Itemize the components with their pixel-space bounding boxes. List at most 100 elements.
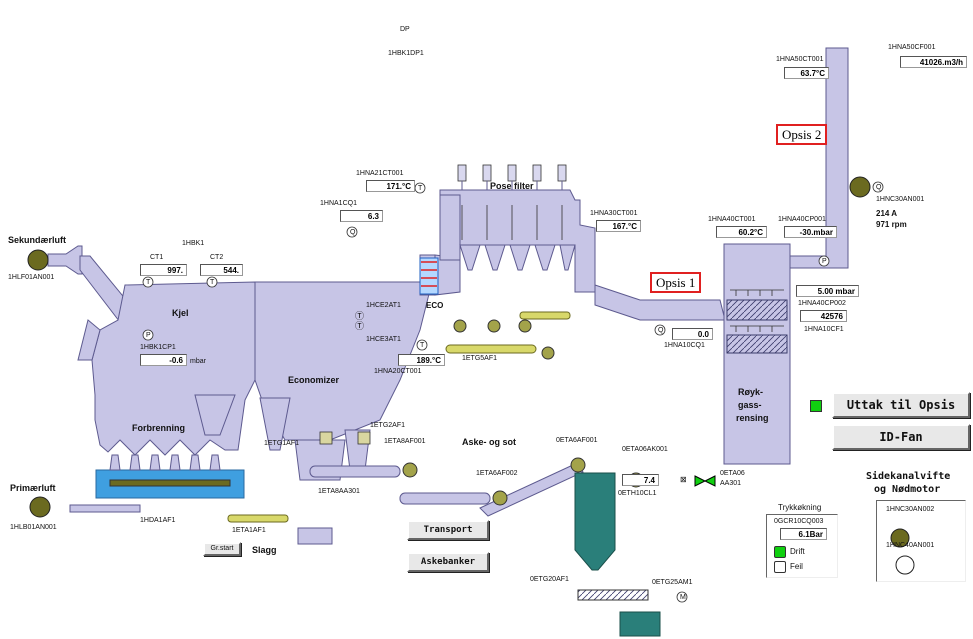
uttak-status-lamp	[810, 400, 822, 412]
hna40cp002-bubble-letter: P	[822, 258, 827, 265]
hna21ct001-value: 171.°C	[366, 180, 415, 192]
id-fan-button[interactable]: ID-Fan	[832, 424, 970, 450]
etg25am1-bubble-letter: M	[680, 594, 686, 601]
slagg-label: Slagg	[252, 545, 277, 555]
feil-label: Feil	[790, 562, 803, 571]
trykkokning-panel	[766, 514, 838, 578]
eta6af001-tag: 0ETA6AF001	[556, 437, 598, 444]
eth10cl1-value: 7.4	[622, 474, 659, 486]
secondary-air-label: Sekundærluft	[8, 235, 67, 245]
forbrenning-label: Forbrenning	[132, 423, 185, 433]
hda1af1-tag: 1HDA1AF1	[140, 517, 176, 524]
hbk1dp1-tag: 1HBK1DP1	[388, 50, 424, 57]
drift-lamp	[774, 546, 786, 558]
eta06-tag: 0ETA06	[720, 470, 745, 477]
hce3at1-tag: 1HCE3AT1	[366, 336, 401, 343]
askebanker-button[interactable]: Askebanker	[407, 552, 489, 572]
hna40cp002-mbar-value: 5.00 mbar	[796, 285, 859, 297]
opsis2-marker[interactable]: Opsis 2	[776, 124, 828, 145]
ct1-value: 997.	[140, 264, 187, 276]
hna1cq1-tag: 1HNA1CQ1	[320, 200, 357, 207]
scrubber-tower	[723, 243, 791, 465]
hna50cf001-tag: 1HNA50CF001	[888, 44, 936, 51]
hna21ct001-tag: 1HNA21CT001	[356, 170, 404, 177]
hnc30an002-tag: 1HNC30AN002	[886, 506, 935, 513]
hnc30an001-bubble-letter: Q	[876, 184, 882, 191]
eco-label: ECO	[426, 301, 444, 310]
etg2af1-tag: 1ETG2AF1	[370, 422, 406, 429]
etg25am1-tag: 0ETG25AM1	[652, 579, 693, 586]
filter-valve-pipes	[461, 181, 563, 190]
aa301-tag: AA301	[720, 480, 742, 487]
sidekanal-title-2: og Nødmotor	[874, 484, 941, 495]
hbk1cp1-tag: 1HBK1CP1	[140, 344, 176, 351]
eth10cl1-tag: 0ETH10CL1	[618, 490, 657, 497]
hna1cq1-bubble-letter: Q	[350, 229, 356, 236]
slag-container	[297, 527, 333, 545]
hna40cp001-tag: 1HNA40CP001	[778, 216, 826, 223]
hna10cf1-tag: 1HNA10CF1	[804, 326, 844, 333]
bag-filter	[439, 189, 596, 293]
etg1af1-tag: 1ETG1AF1	[264, 440, 300, 447]
hna20ct001-tag: 1HNA20CT001	[374, 368, 422, 375]
hna21ct001-bubble-letter: T	[418, 185, 423, 192]
screw-conveyor	[577, 589, 649, 601]
hna50cf001-value: 41026.m3/h	[900, 56, 967, 68]
scrubber-sprays	[730, 289, 784, 332]
hbk1cp1-bubble-letter: P	[146, 332, 151, 339]
primary-fan-tag: 1HLB01AN001	[10, 524, 57, 531]
aske-label: Aske- og sot	[462, 437, 517, 447]
hna1cq1-value: 6.3	[340, 210, 383, 222]
filter-valves	[457, 164, 567, 182]
ct2-value: 544.	[200, 264, 243, 276]
filter-bags	[461, 205, 563, 240]
feil-lamp	[774, 561, 786, 573]
feeder-valves	[319, 431, 371, 445]
ct1-bubble-letter: T	[146, 279, 151, 286]
opsis1-marker[interactable]: Opsis 1	[650, 272, 702, 293]
gr-start-button[interactable]: Gr.start	[203, 542, 241, 556]
fan-symbols	[27, 176, 915, 575]
hna30ct001-value: 167.°C	[596, 220, 641, 232]
economizer-label: Economizer	[288, 375, 340, 385]
economizer-hoppers	[194, 394, 291, 451]
hna10cq1-value: 0.0	[672, 328, 713, 340]
grate	[109, 479, 231, 487]
dp-label: DP	[400, 26, 410, 33]
eta06ak001-tag: 0ETA06AK001	[622, 446, 668, 453]
royk-label-1: Røyk-	[738, 387, 764, 397]
hna10cq1-tag: 1HNA10CQ1	[664, 342, 705, 349]
conveyors	[227, 311, 584, 523]
gcr10cq003-tag: 0GCR10CQ003	[774, 518, 824, 525]
hna40cp002-tag: 1HNA40CP002	[798, 300, 846, 307]
ct2-bubble-letter: T	[210, 279, 215, 286]
valve-actuator-icon: ⊠	[680, 475, 687, 484]
eco-exchanger	[419, 257, 439, 295]
hna40cp001-value: -30.mbar	[784, 226, 837, 238]
hce3at1-thermo-icon: Ⓣ	[355, 321, 365, 331]
fan-speed: 971 rpm	[876, 220, 907, 229]
scrubber-packing-2	[726, 334, 788, 354]
hna20ct001-bubble-letter: T	[420, 342, 425, 349]
eta6af002-tag: 1ETA6AF002	[476, 470, 518, 477]
hce2at1-tag: 1HCE2AT1	[366, 302, 401, 309]
scrubber-packing-1	[726, 299, 788, 321]
uttak-til-opsis-button[interactable]: Uttak til Opsis	[832, 392, 970, 418]
transport-button[interactable]: Transport	[407, 520, 489, 540]
hce2at1-thermo-icon: Ⓣ	[355, 311, 365, 321]
eta8aa301-tag: 1ETA8AA301	[318, 488, 360, 495]
posefilter-label: Pose filter	[490, 181, 534, 191]
hna40cp002-value: 42576	[800, 310, 847, 322]
kjel-label: Kjel	[172, 308, 189, 318]
eta8af001-tag: 1ETA8AF001	[384, 438, 426, 445]
sidekanal-title-1: Sidekanalvifte	[866, 471, 951, 482]
etg5af1-tag: 1ETG5AF1	[462, 355, 498, 362]
hnc30an001-tag: 1HNC30AN001	[876, 196, 925, 203]
hbk1-tag: 1HBK1	[182, 240, 205, 247]
hna50ct001-value: 63.7°C	[784, 67, 829, 79]
trykkokning-title: Trykkøkning	[778, 503, 822, 512]
ash-hopper	[574, 472, 616, 571]
instrument-bubbles	[142, 181, 884, 603]
